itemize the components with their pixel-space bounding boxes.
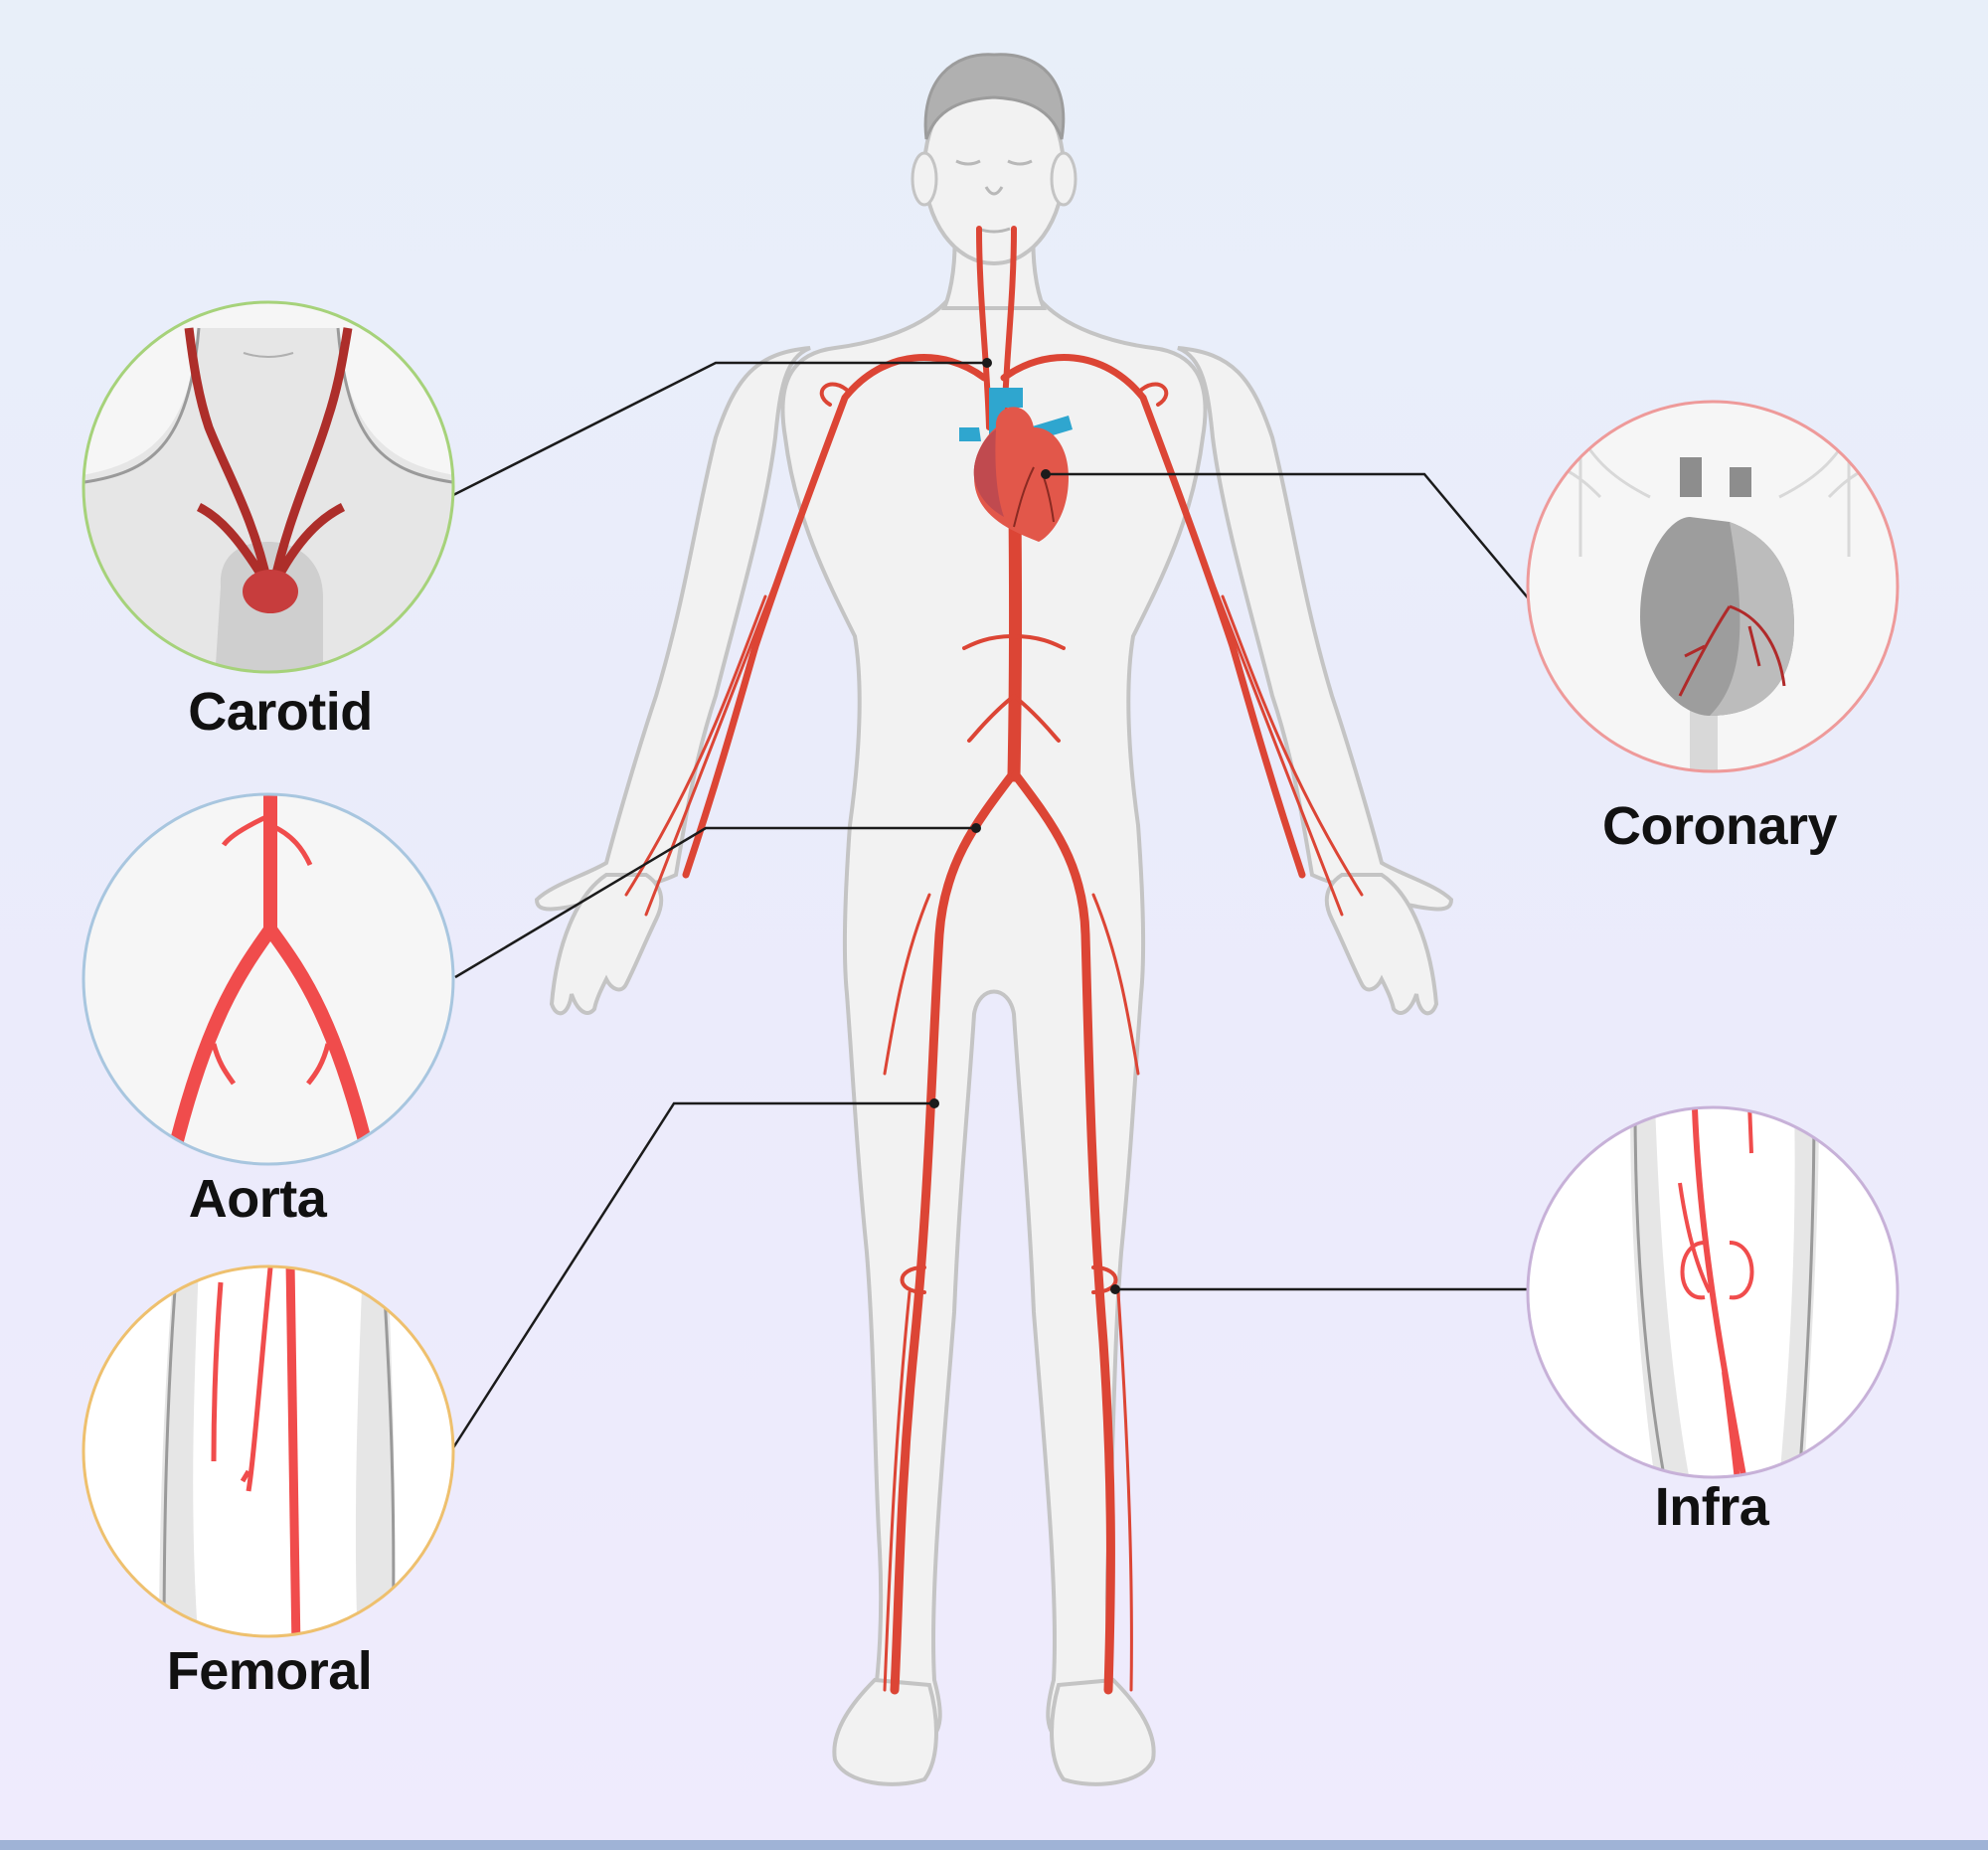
hair-shape <box>923 53 1066 140</box>
femoral-leader-line <box>450 1101 934 1450</box>
carotid-artery-left <box>976 226 992 430</box>
footer-bar <box>0 1840 1988 1850</box>
left-arm-shape <box>534 346 811 912</box>
label-femoral: Femoral <box>166 1641 373 1701</box>
callout-leader-lines <box>450 361 1532 1450</box>
aorta-zoom-circle <box>82 792 455 1166</box>
arterial-tree <box>624 226 1364 1695</box>
closed-eyes <box>955 159 1033 234</box>
carotid-zoom-circle <box>82 300 455 674</box>
right-hand-shape <box>1324 873 1439 1016</box>
callout-anchor-dots <box>929 358 1120 1294</box>
renal-branches <box>962 634 1066 743</box>
left-foot-shape <box>832 1677 938 1786</box>
right-arm-shape <box>1177 346 1454 912</box>
aorta-leader-line <box>454 826 976 979</box>
shoulder-loops <box>819 382 1169 407</box>
subclavian-artery-left <box>682 354 988 879</box>
coronary-zoom-circle <box>1526 400 1900 773</box>
left-ear-shape <box>911 151 938 207</box>
iliac-artery-right <box>1011 770 1115 1695</box>
femoral-zoom-circle <box>82 1264 455 1638</box>
left-hand-shape <box>549 873 664 1016</box>
label-coronary: Coronary <box>1601 796 1838 856</box>
torso-and-legs-shape <box>780 296 1208 1745</box>
knee-loops <box>900 1265 1118 1294</box>
thigh-branches <box>883 893 1140 1692</box>
carotid-leader-line <box>452 361 987 497</box>
label-carotid: Carotid <box>188 682 373 742</box>
infra-zoom-circle <box>1526 1105 1900 1479</box>
coronary-leader-line <box>1046 472 1532 602</box>
human-body-figure <box>534 53 1454 1786</box>
label-aorta: Aorta <box>188 1169 327 1229</box>
right-foot-shape <box>1050 1677 1156 1786</box>
heart-icon <box>959 388 1073 542</box>
label-infra: Infra <box>1654 1477 1769 1537</box>
iliac-artery-left <box>890 770 1017 1695</box>
right-ear-shape <box>1050 151 1077 207</box>
forearm-branches-right <box>1201 555 1364 917</box>
subclavian-artery-right <box>1000 354 1306 879</box>
